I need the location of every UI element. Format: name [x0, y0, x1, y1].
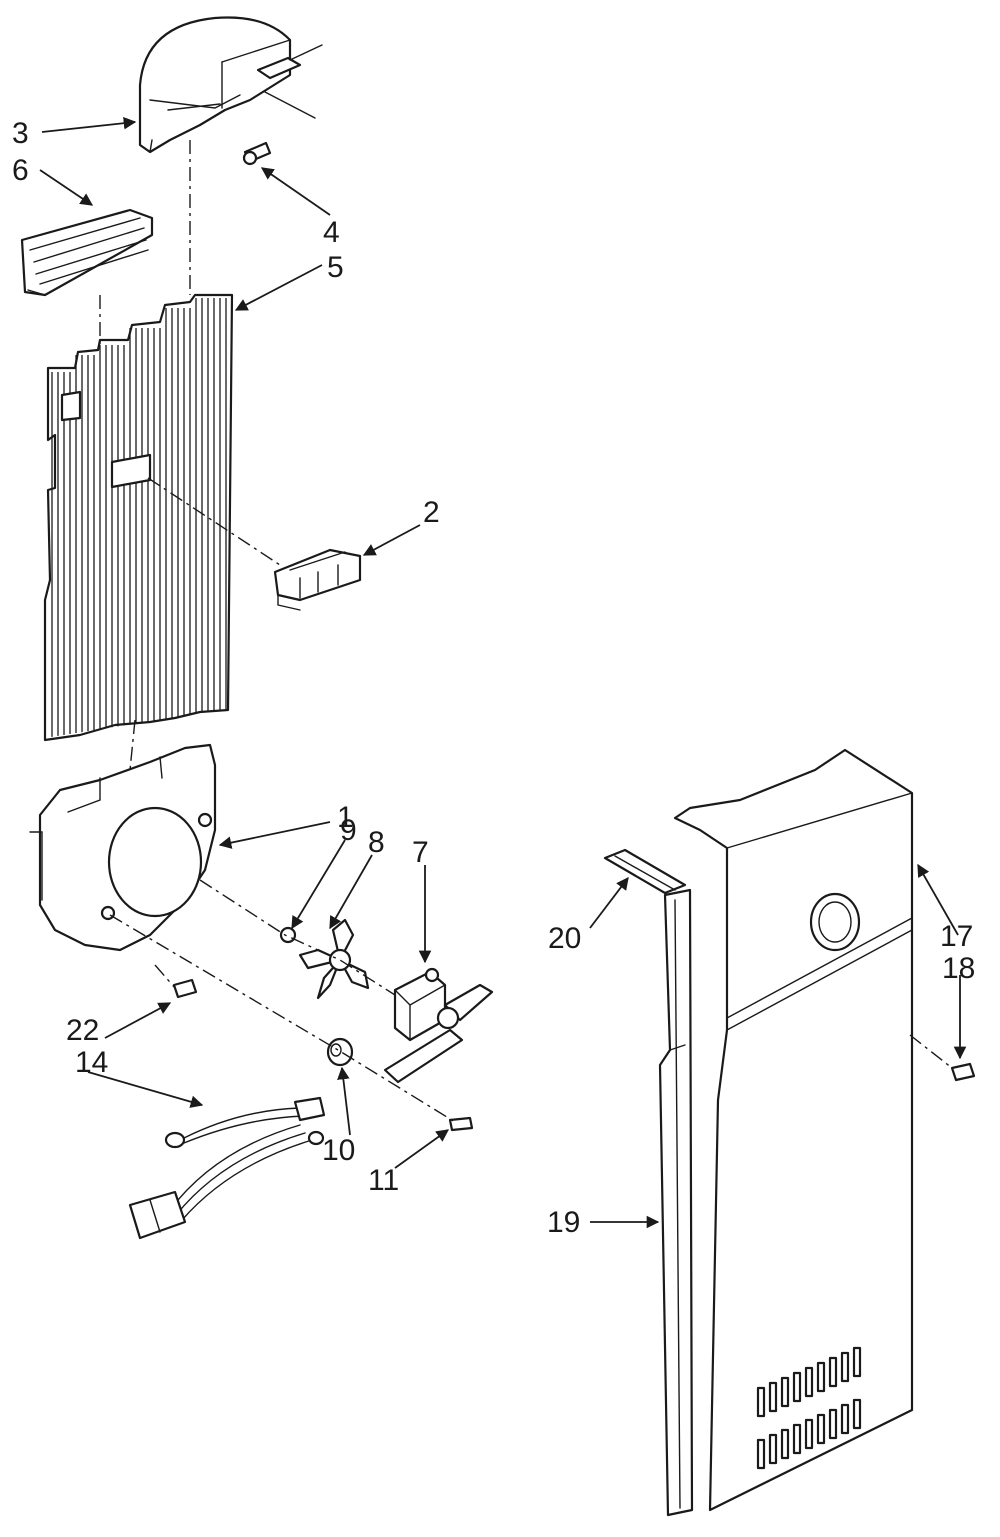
vent-slot [780, 1428, 790, 1460]
callout-7: 7 [412, 836, 429, 869]
callout-11: 11 [368, 1164, 399, 1197]
vent-slot [756, 1438, 766, 1470]
vent-slot [756, 1386, 766, 1418]
callout-9: 9 [340, 814, 357, 847]
callout-19: 19 [547, 1206, 580, 1239]
vent-slot [852, 1346, 862, 1378]
part-9-nut [279, 926, 297, 944]
part-8-fan-blade [298, 918, 370, 1000]
part-3-duct-housing [138, 16, 323, 154]
part-14-wire-harness [128, 1096, 326, 1240]
callout-5: 5 [327, 251, 344, 284]
callout-1: 1 [337, 801, 354, 834]
assembly-lines [99, 140, 953, 1123]
part-10-grommet [326, 1037, 354, 1067]
part-5-evaporator-cover [43, 293, 234, 742]
callout-8: 8 [368, 826, 385, 859]
vent-slot [828, 1408, 838, 1440]
vent-slot [840, 1351, 850, 1383]
vent-slot [816, 1413, 826, 1445]
part-7-fan-motor [383, 967, 494, 1084]
vent-slot [816, 1361, 826, 1393]
callout-22: 22 [66, 1014, 99, 1047]
part-17-access-panel [673, 748, 914, 1512]
part-20-strip [603, 848, 687, 895]
vent-slot [840, 1403, 850, 1435]
vent-slot [804, 1366, 814, 1398]
callout-14: 14 [75, 1046, 108, 1079]
vent-slot [768, 1433, 778, 1465]
callout-20: 20 [548, 922, 581, 955]
callout-17: 17 [940, 920, 973, 953]
vent-slot [780, 1376, 790, 1408]
leader-arrows [39, 116, 967, 1229]
part-19-trim-strip [658, 888, 694, 1517]
vent-slot [828, 1356, 838, 1388]
callout-18: 18 [942, 952, 975, 985]
callout-6: 6 [12, 154, 29, 187]
callout-2: 2 [423, 496, 440, 529]
callout-labels: 3 6 4 5 2 1 9 8 7 22 14 10 11 20 17 18 1… [12, 117, 975, 1239]
part-11-screw [448, 1116, 474, 1132]
vent-slot [792, 1371, 802, 1403]
part-1-fan-shroud [29, 743, 217, 952]
part-6-grille [20, 208, 154, 297]
part-22-screw [172, 978, 198, 999]
vent-slot [852, 1398, 862, 1430]
vent-slot [768, 1381, 778, 1413]
vent-slot [804, 1418, 814, 1450]
callout-3: 3 [12, 117, 29, 150]
part-18-screw [950, 1062, 976, 1082]
callout-10: 10 [322, 1134, 355, 1167]
callout-4: 4 [323, 216, 340, 249]
vent-slot [792, 1423, 802, 1455]
part-4-screw [242, 141, 272, 166]
part-2-bracket [273, 548, 362, 611]
